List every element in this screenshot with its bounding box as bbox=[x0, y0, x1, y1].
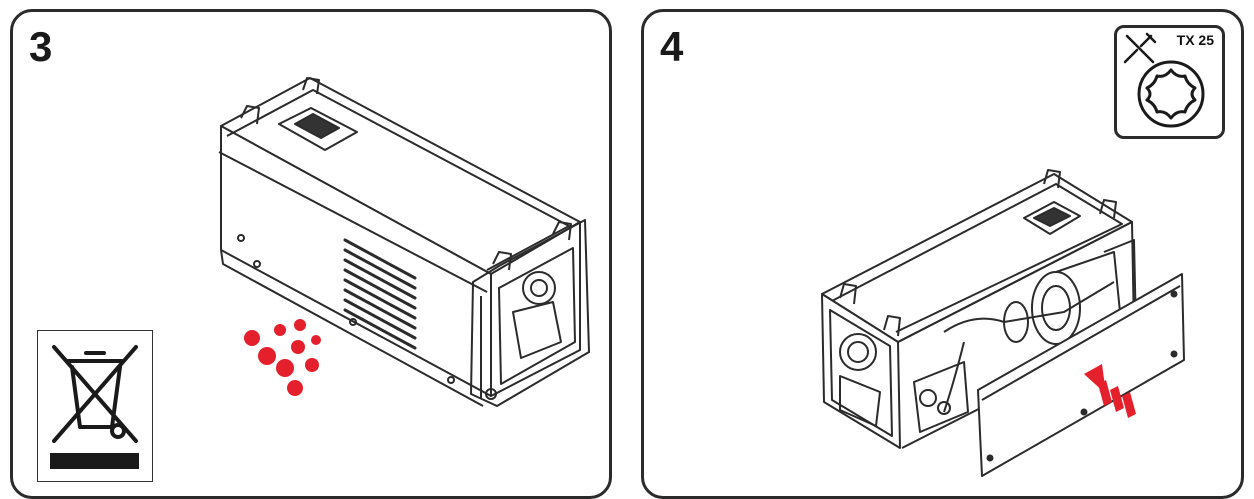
device-closed-illustration bbox=[218, 77, 590, 407]
tool-size-label: TX 25 bbox=[1176, 32, 1214, 48]
step-number: 4 bbox=[660, 23, 684, 70]
hazard-dots bbox=[244, 319, 321, 396]
screwdriver-wrench-icon bbox=[1123, 32, 1157, 64]
weee-disposal-symbol bbox=[37, 330, 153, 482]
step-3-panel: 3 bbox=[10, 9, 612, 499]
crossed-out-wheelie-bin-icon bbox=[50, 345, 139, 469]
torx-bit-icon bbox=[1137, 60, 1205, 128]
required-tool-box: TX 25 bbox=[1114, 25, 1225, 139]
insert-direction-arrow bbox=[1084, 364, 1136, 418]
device-open-illustration bbox=[821, 169, 1185, 477]
step-number: 3 bbox=[29, 23, 53, 70]
step-4-panel: 4 TX 25 bbox=[641, 9, 1244, 499]
